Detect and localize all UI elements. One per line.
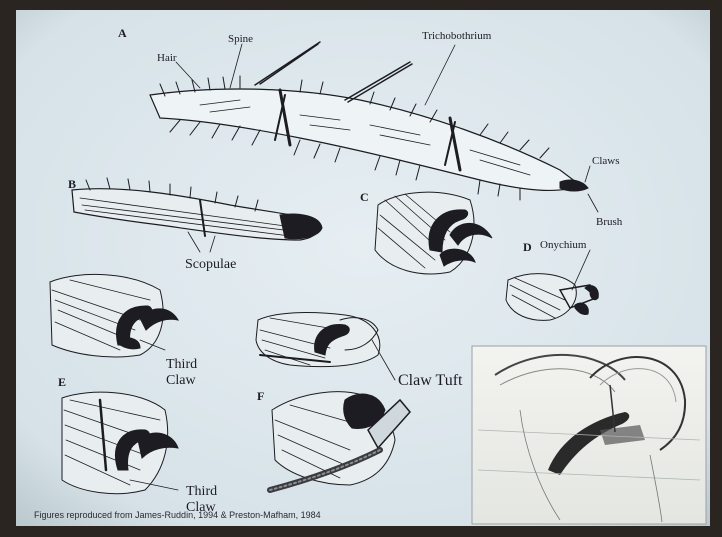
- panel-letter-c: C: [360, 190, 369, 204]
- figure-credit: Figures reproduced from James-Ruddin, 19…: [34, 510, 321, 520]
- label-hair: Hair: [157, 52, 177, 64]
- label-scopulae: Scopulae: [185, 257, 236, 272]
- label-claws: Claws: [592, 155, 620, 167]
- panel-letter-b: B: [68, 177, 76, 191]
- label-spine: Spine: [228, 33, 253, 45]
- label-third-claw-1-line1: Third: [166, 357, 197, 372]
- label-brush: Brush: [596, 216, 623, 228]
- label-third-claw-2-line1: Third: [186, 484, 217, 499]
- label-onychium: Onychium: [540, 239, 587, 251]
- panel-letter-f: F: [257, 389, 264, 403]
- panel-letter-e: E: [58, 375, 66, 389]
- panel-letter-d: D: [523, 240, 532, 254]
- panel-letter-a: A: [118, 26, 127, 40]
- label-third-claw-1-line2: Claw: [166, 373, 196, 388]
- label-trichobothrium: Trichobothrium: [422, 30, 492, 42]
- label-claw-tuft: Claw Tuft: [398, 372, 463, 389]
- inset-claw-photograph: [472, 346, 706, 524]
